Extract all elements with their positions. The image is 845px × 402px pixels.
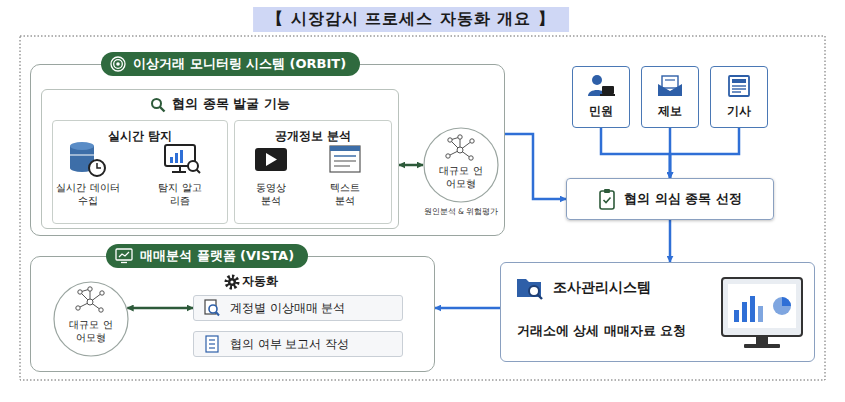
source-icon <box>725 74 753 98</box>
folder-icon <box>515 275 545 301</box>
model-name: 대규모 언어모형 <box>423 165 499 190</box>
box-box: 협의 의심 종목 선정 <box>566 178 774 220</box>
flow-arrow <box>435 307 500 310</box>
model-note: 원인분석 & 위험평가 <box>401 207 521 217</box>
outer-frame <box>20 36 825 380</box>
panel-box: 실시간 탐지 공개정보 분석 협의 종목 발굴 기능대규모 언어모형원인분석 & 위… <box>30 64 505 236</box>
icon-caption: 실시간 데이터 수집 <box>55 182 121 207</box>
source-name: 민원 <box>589 103 613 120</box>
task-name: 계정별 이상매매 분석 <box>230 301 345 316</box>
flow-arrow <box>669 220 672 262</box>
process-title: 협의 의심 종목 선정 <box>624 190 742 208</box>
panel-box: 대규모 언어모형계정별 이상매매 분석협의 여부 보고서 작성매매분석 플랫폼 … <box>30 256 435 372</box>
document-icon <box>330 146 360 172</box>
source-icon <box>587 74 615 98</box>
icon-caption: 탐지 알고리즘 <box>157 182 203 207</box>
section-title: 실시간 탐지 <box>53 128 227 145</box>
flow-arrow <box>670 128 739 178</box>
panel-header: 매매분석 플랫폼 (VISTA) <box>106 244 308 268</box>
icon-caption: 동영상 분석 <box>250 182 292 207</box>
two-way-arrow <box>399 164 423 167</box>
system-title: 조사관리시스템 <box>553 279 651 297</box>
task-icon <box>204 335 220 353</box>
source-box: 기사 <box>710 66 768 128</box>
sub-box: 실시간 탐지 <box>52 120 228 224</box>
search-icon <box>150 97 166 113</box>
flow-arrow <box>601 128 670 178</box>
video-icon <box>255 148 287 171</box>
database-clock-icon <box>70 142 105 176</box>
section-title: 공개정보 분석 <box>235 128 391 145</box>
clipboard-icon <box>598 188 616 210</box>
panel-title: 이상거래 모니터링 시스템 (ORBIT) <box>133 55 346 73</box>
model-circle: 대규모 언어모형 <box>53 281 129 357</box>
group-label: 자동화 <box>242 274 278 289</box>
header-icon <box>110 56 126 72</box>
flow-arrow <box>505 134 566 199</box>
source-box: 제보 <box>641 66 699 128</box>
dashboard-monitor <box>722 278 802 348</box>
system-header: 조사관리시스템 <box>515 275 651 301</box>
source-name: 기사 <box>727 103 751 120</box>
source-icon <box>656 74 684 98</box>
diagram-title: 【 시장감시 프로세스 자동화 개요 】 <box>253 7 569 32</box>
panel-title: 매매분석 플랫폼 (VISTA) <box>140 247 294 265</box>
item-box: 계정별 이상매매 분석 <box>193 295 403 321</box>
panel-header: 이상거래 모니터링 시스템 (ORBIT) <box>101 52 360 76</box>
header-icon <box>115 248 133 264</box>
network-icon <box>76 287 104 312</box>
model-circle: 대규모 언어모형원인분석 & 위험평가 <box>423 127 499 203</box>
icon-caption: 텍스트 분석 <box>324 182 366 207</box>
task-name: 협의 여부 보고서 작성 <box>230 337 349 352</box>
sub-box: 공개정보 분석 <box>234 120 392 224</box>
source-name: 제보 <box>658 103 682 120</box>
system-task: 거래소에 상세 매매자료 요청 <box>517 323 686 340</box>
source-box: 민원 <box>572 66 630 128</box>
task-icon <box>204 299 220 317</box>
two-way-arrow <box>127 307 193 310</box>
group-title: 협의 종목 발굴 기능 <box>172 96 289 113</box>
gear-icon <box>227 277 238 288</box>
sys-box: 조사관리시스템거래소에 상세 매매자료 요청 <box>500 262 815 362</box>
model-name: 대규모 언어모형 <box>53 319 129 344</box>
algorithm-monitor-icon <box>165 145 200 173</box>
network-icon <box>446 135 474 160</box>
item-box: 협의 여부 보고서 작성 <box>193 331 403 357</box>
group-box: 실시간 탐지 공개정보 분석 협의 종목 발굴 기능 <box>41 89 399 229</box>
group-header: 협의 종목 발굴 기능 <box>42 96 398 113</box>
